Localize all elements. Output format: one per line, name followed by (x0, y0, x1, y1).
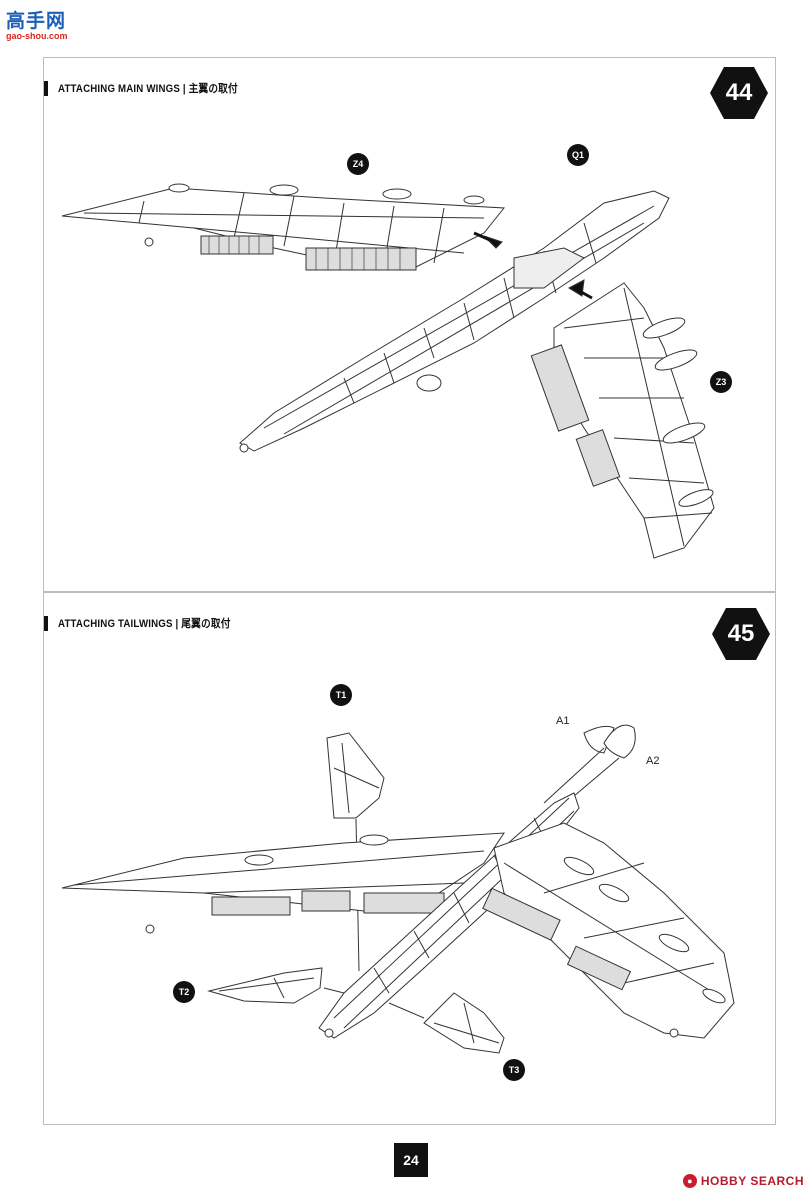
fuselage-part (239, 190, 670, 453)
step-45-title: ATTACHING TAILWINGS | 尾翼の取付 (44, 615, 254, 631)
part-callout-t3: T3 (503, 1059, 525, 1081)
step-44-drawing (61, 183, 715, 559)
hexagon-icon (710, 67, 768, 119)
page-number: 24 (394, 1143, 428, 1177)
hexagon-icon (712, 608, 770, 660)
title-bar-icon (44, 615, 48, 631)
step-45-drawing (61, 724, 735, 1054)
vertical-fin-part (326, 732, 385, 819)
part-callout-q1: Q1 (567, 144, 589, 166)
step-44-panel: ATTACHING MAIN WINGS | 主翼の取付 44 (43, 57, 776, 592)
part-callout-z4: Z4 (347, 153, 369, 175)
part-callout-t2: T2 (173, 981, 195, 1003)
step-45-panel: ATTACHING TAILWINGS | 尾翼の取付 45 (43, 592, 776, 1125)
part-label-a1: A1 (556, 715, 570, 727)
canopy-part (603, 724, 636, 759)
right-wing-part (530, 282, 715, 559)
step-44-badge: 44 (709, 66, 769, 120)
step-44-title: ATTACHING MAIN WINGS | 主翼の取付 (44, 80, 262, 96)
hobby-search-logo-icon: ● (682, 1174, 697, 1188)
watermark-brand: HOBBY SEARCH (700, 1174, 804, 1188)
part-callout-t1: T1 (330, 684, 352, 706)
part-callout-z3: Z3 (710, 371, 732, 393)
watermark-logo: 高手网 (6, 10, 67, 32)
left-wing-part (61, 183, 505, 271)
watermark-url: gao-shou.com (6, 31, 68, 41)
bottom-watermark: ● HOBBY SEARCH (682, 1171, 804, 1191)
left-stabilizer-part (207, 967, 323, 1004)
title-bar-icon (44, 80, 48, 96)
top-watermark: 高手网 gao-shou.com (4, 4, 84, 44)
step-45-badge: 45 (711, 607, 771, 661)
right-stabilizer-part (423, 992, 505, 1054)
part-label-a2: A2 (646, 755, 660, 767)
